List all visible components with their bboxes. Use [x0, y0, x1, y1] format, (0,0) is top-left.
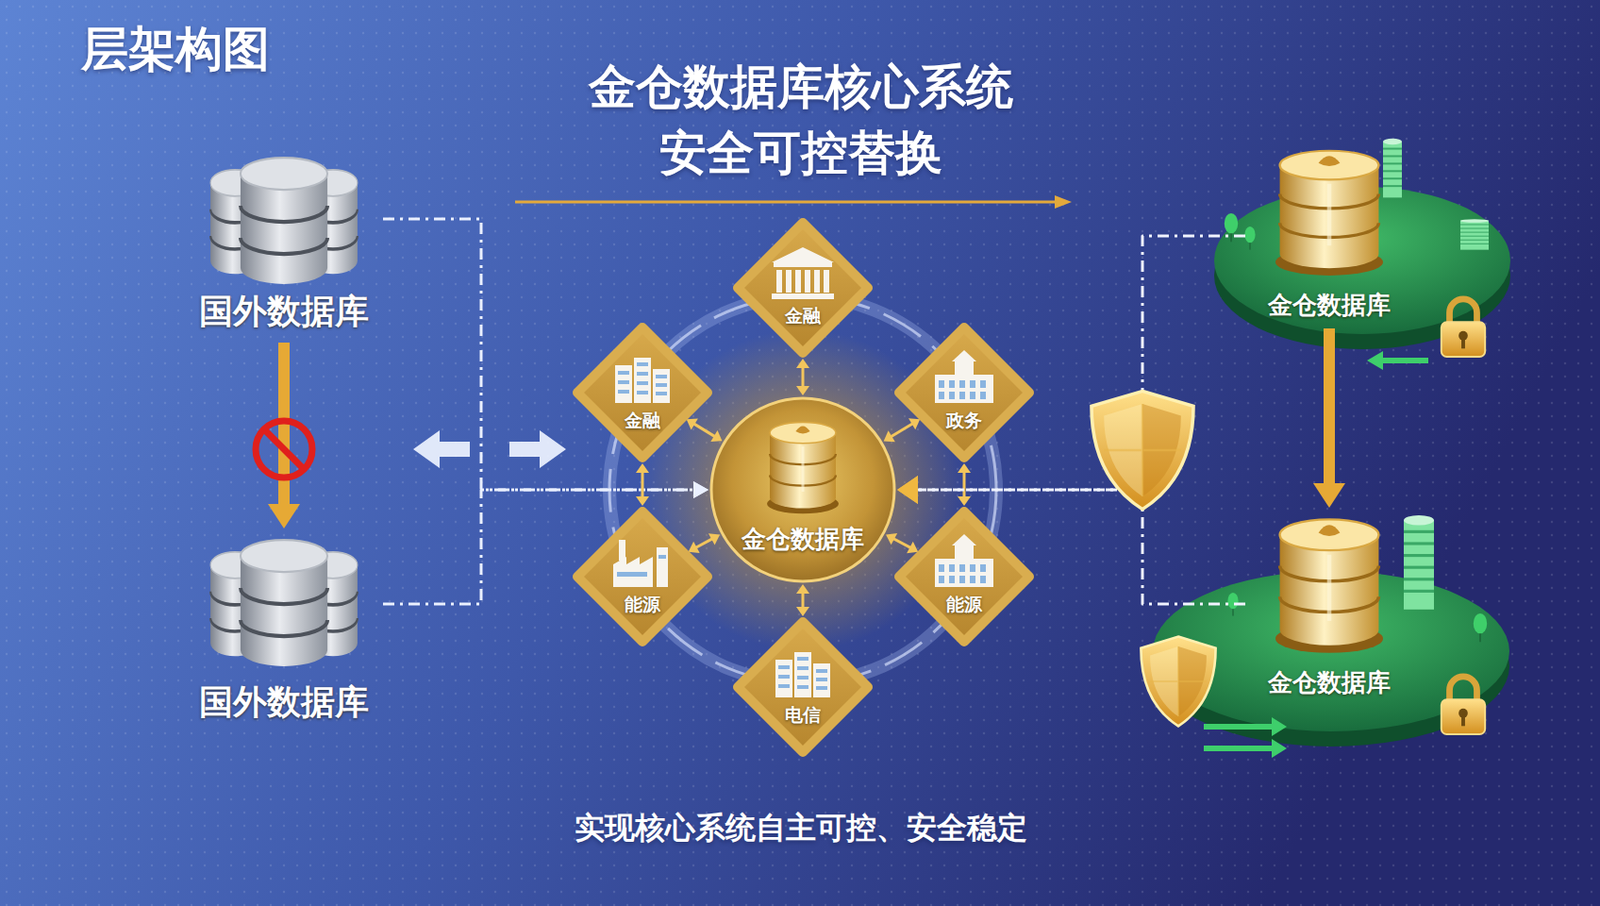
- connector: [897, 235, 1246, 504]
- node-label: 金融: [624, 408, 661, 432]
- double-arrow: [413, 430, 567, 468]
- security-shield: [1140, 636, 1216, 727]
- arrow-head: [957, 496, 971, 506]
- arrow-head: [883, 430, 896, 442]
- foreign-database: 国外数据库: [184, 528, 384, 732]
- connector-line: [278, 342, 290, 512]
- node-label: 国外数据库: [199, 290, 369, 333]
- foreign-database-icon: [210, 157, 358, 284]
- connector-line: [1323, 328, 1335, 491]
- green-island: [1214, 138, 1511, 370]
- arrow-head: [710, 430, 722, 442]
- arrow-head: [796, 385, 810, 396]
- connector-line: [694, 537, 715, 549]
- arrow-head: [688, 541, 700, 553]
- prohibition-sign: [255, 420, 313, 478]
- arrow-head: [906, 541, 918, 553]
- connector-line: [641, 469, 645, 500]
- arrow-head: [897, 475, 918, 504]
- caption-box: 实现核心系统自主可控、安全稳定: [423, 807, 1179, 848]
- industry-diamond: 金融: [732, 216, 874, 359]
- node-label: 金仓数据库: [1267, 666, 1391, 699]
- connector-line: [801, 365, 805, 389]
- arrow-head: [957, 463, 971, 473]
- diamond-shape: [732, 616, 874, 758]
- node-label: 金仓数据库: [741, 523, 865, 554]
- connector-line: [692, 422, 717, 438]
- connector: [688, 533, 720, 553]
- node-label: 金仓数据库: [1267, 288, 1391, 321]
- connector: [885, 533, 918, 553]
- node-label: 电信: [784, 702, 821, 726]
- connector-line: [891, 537, 913, 550]
- arrow-head: [693, 481, 709, 499]
- connector-line: [911, 489, 1246, 604]
- security-shield: [1091, 390, 1194, 509]
- green-island: [1152, 515, 1510, 758]
- diamond-shape: [893, 321, 1035, 464]
- industry-diamond: 金融: [571, 321, 714, 464]
- corner-label: 层架构图: [81, 20, 270, 78]
- diamond-shape: [893, 505, 1035, 648]
- connector-line: [963, 469, 967, 500]
- node-label: 国外数据库: [199, 681, 369, 723]
- foreign-database-icon: [210, 539, 358, 667]
- arrow-head: [796, 358, 810, 368]
- connector: [686, 417, 723, 441]
- kingbase-database: 金仓数据库: [1245, 507, 1414, 706]
- connector-line: [889, 422, 916, 438]
- connector: [957, 463, 971, 506]
- arrow-head: [897, 475, 918, 504]
- arrow-head: [796, 583, 810, 594]
- industry-diamond: 能源: [571, 505, 714, 648]
- diamond-shape: [732, 216, 874, 359]
- connector: [796, 358, 810, 396]
- node-label: 能源: [624, 592, 661, 616]
- foreign-database: 国外数据库: [184, 139, 384, 343]
- node-label: 金融: [784, 303, 821, 327]
- connector: [635, 463, 650, 506]
- industry-diamond: 电信: [732, 616, 874, 758]
- node-label: 政务: [946, 408, 983, 432]
- arrow-head: [796, 606, 810, 617]
- node-label: 能源: [946, 592, 983, 616]
- arrow-head: [686, 417, 699, 430]
- label-box: 层架构图: [81, 20, 270, 78]
- arrow-head: [267, 503, 300, 529]
- arrow-head: [635, 463, 650, 473]
- diagram-title: 金仓数据库核心系统 安全可控替换: [555, 53, 1047, 186]
- arrow-head: [708, 533, 720, 545]
- connector: [883, 417, 921, 442]
- arrow-head: [635, 496, 650, 506]
- connector: [796, 583, 810, 617]
- diamond-shape: [571, 321, 714, 464]
- connector: [383, 218, 709, 499]
- industry-diamond: 能源: [893, 505, 1035, 648]
- title-arrow: [515, 195, 1072, 209]
- diamond-shape: [571, 505, 714, 648]
- core-database-circle: 金仓数据库: [708, 395, 898, 584]
- connector: [1313, 328, 1346, 508]
- core-circle-shape: [708, 395, 898, 584]
- title-box: 金仓数据库核心系统 安全可控替换: [555, 53, 1047, 186]
- arrow-head: [1313, 483, 1346, 508]
- arrow-head: [693, 481, 709, 499]
- arrow-head: [885, 533, 898, 545]
- industry-diamond: 政务: [893, 321, 1035, 464]
- arrow-head: [908, 417, 920, 430]
- diagram-caption: 实现核心系统自主可控、安全稳定: [423, 807, 1179, 848]
- kingbase-database: 金仓数据库: [1245, 139, 1414, 329]
